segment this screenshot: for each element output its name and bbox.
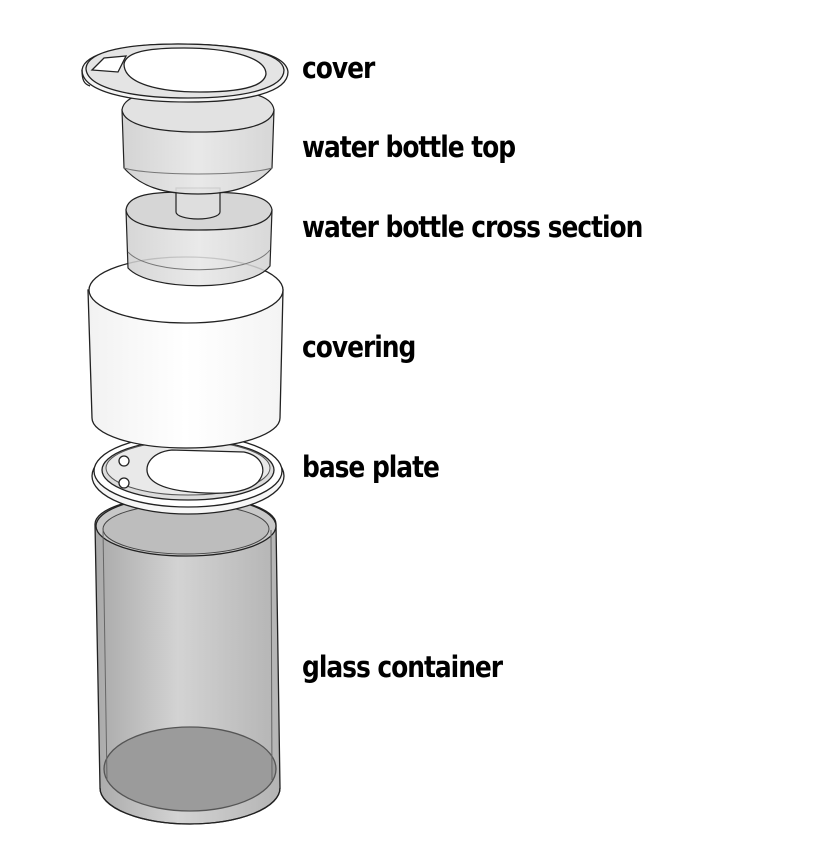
- base-plate-hole-bottom: [118, 477, 130, 489]
- label-water-bottle-cross-section: water bottle cross section: [302, 210, 643, 244]
- cover-tab-slot: [90, 55, 128, 73]
- base-plate-hole-top: [118, 455, 130, 467]
- cover-opening: [123, 47, 267, 93]
- label-water-bottle-top: water bottle top: [302, 130, 516, 164]
- label-glass-container: glass container: [302, 650, 503, 684]
- base-plate-part: [91, 434, 285, 515]
- glass-container-part: [94, 495, 281, 825]
- label-cover: cover: [302, 51, 375, 85]
- base-plate-opening: [146, 449, 264, 494]
- bottle-top-neck: [175, 187, 221, 220]
- glass-container-bottom: [103, 726, 277, 812]
- cover-part: [81, 43, 289, 103]
- label-covering: covering: [302, 330, 416, 364]
- water-bottle-cross-section-part: [125, 191, 273, 287]
- covering-body: [87, 289, 284, 449]
- label-base-plate: base plate: [302, 450, 440, 484]
